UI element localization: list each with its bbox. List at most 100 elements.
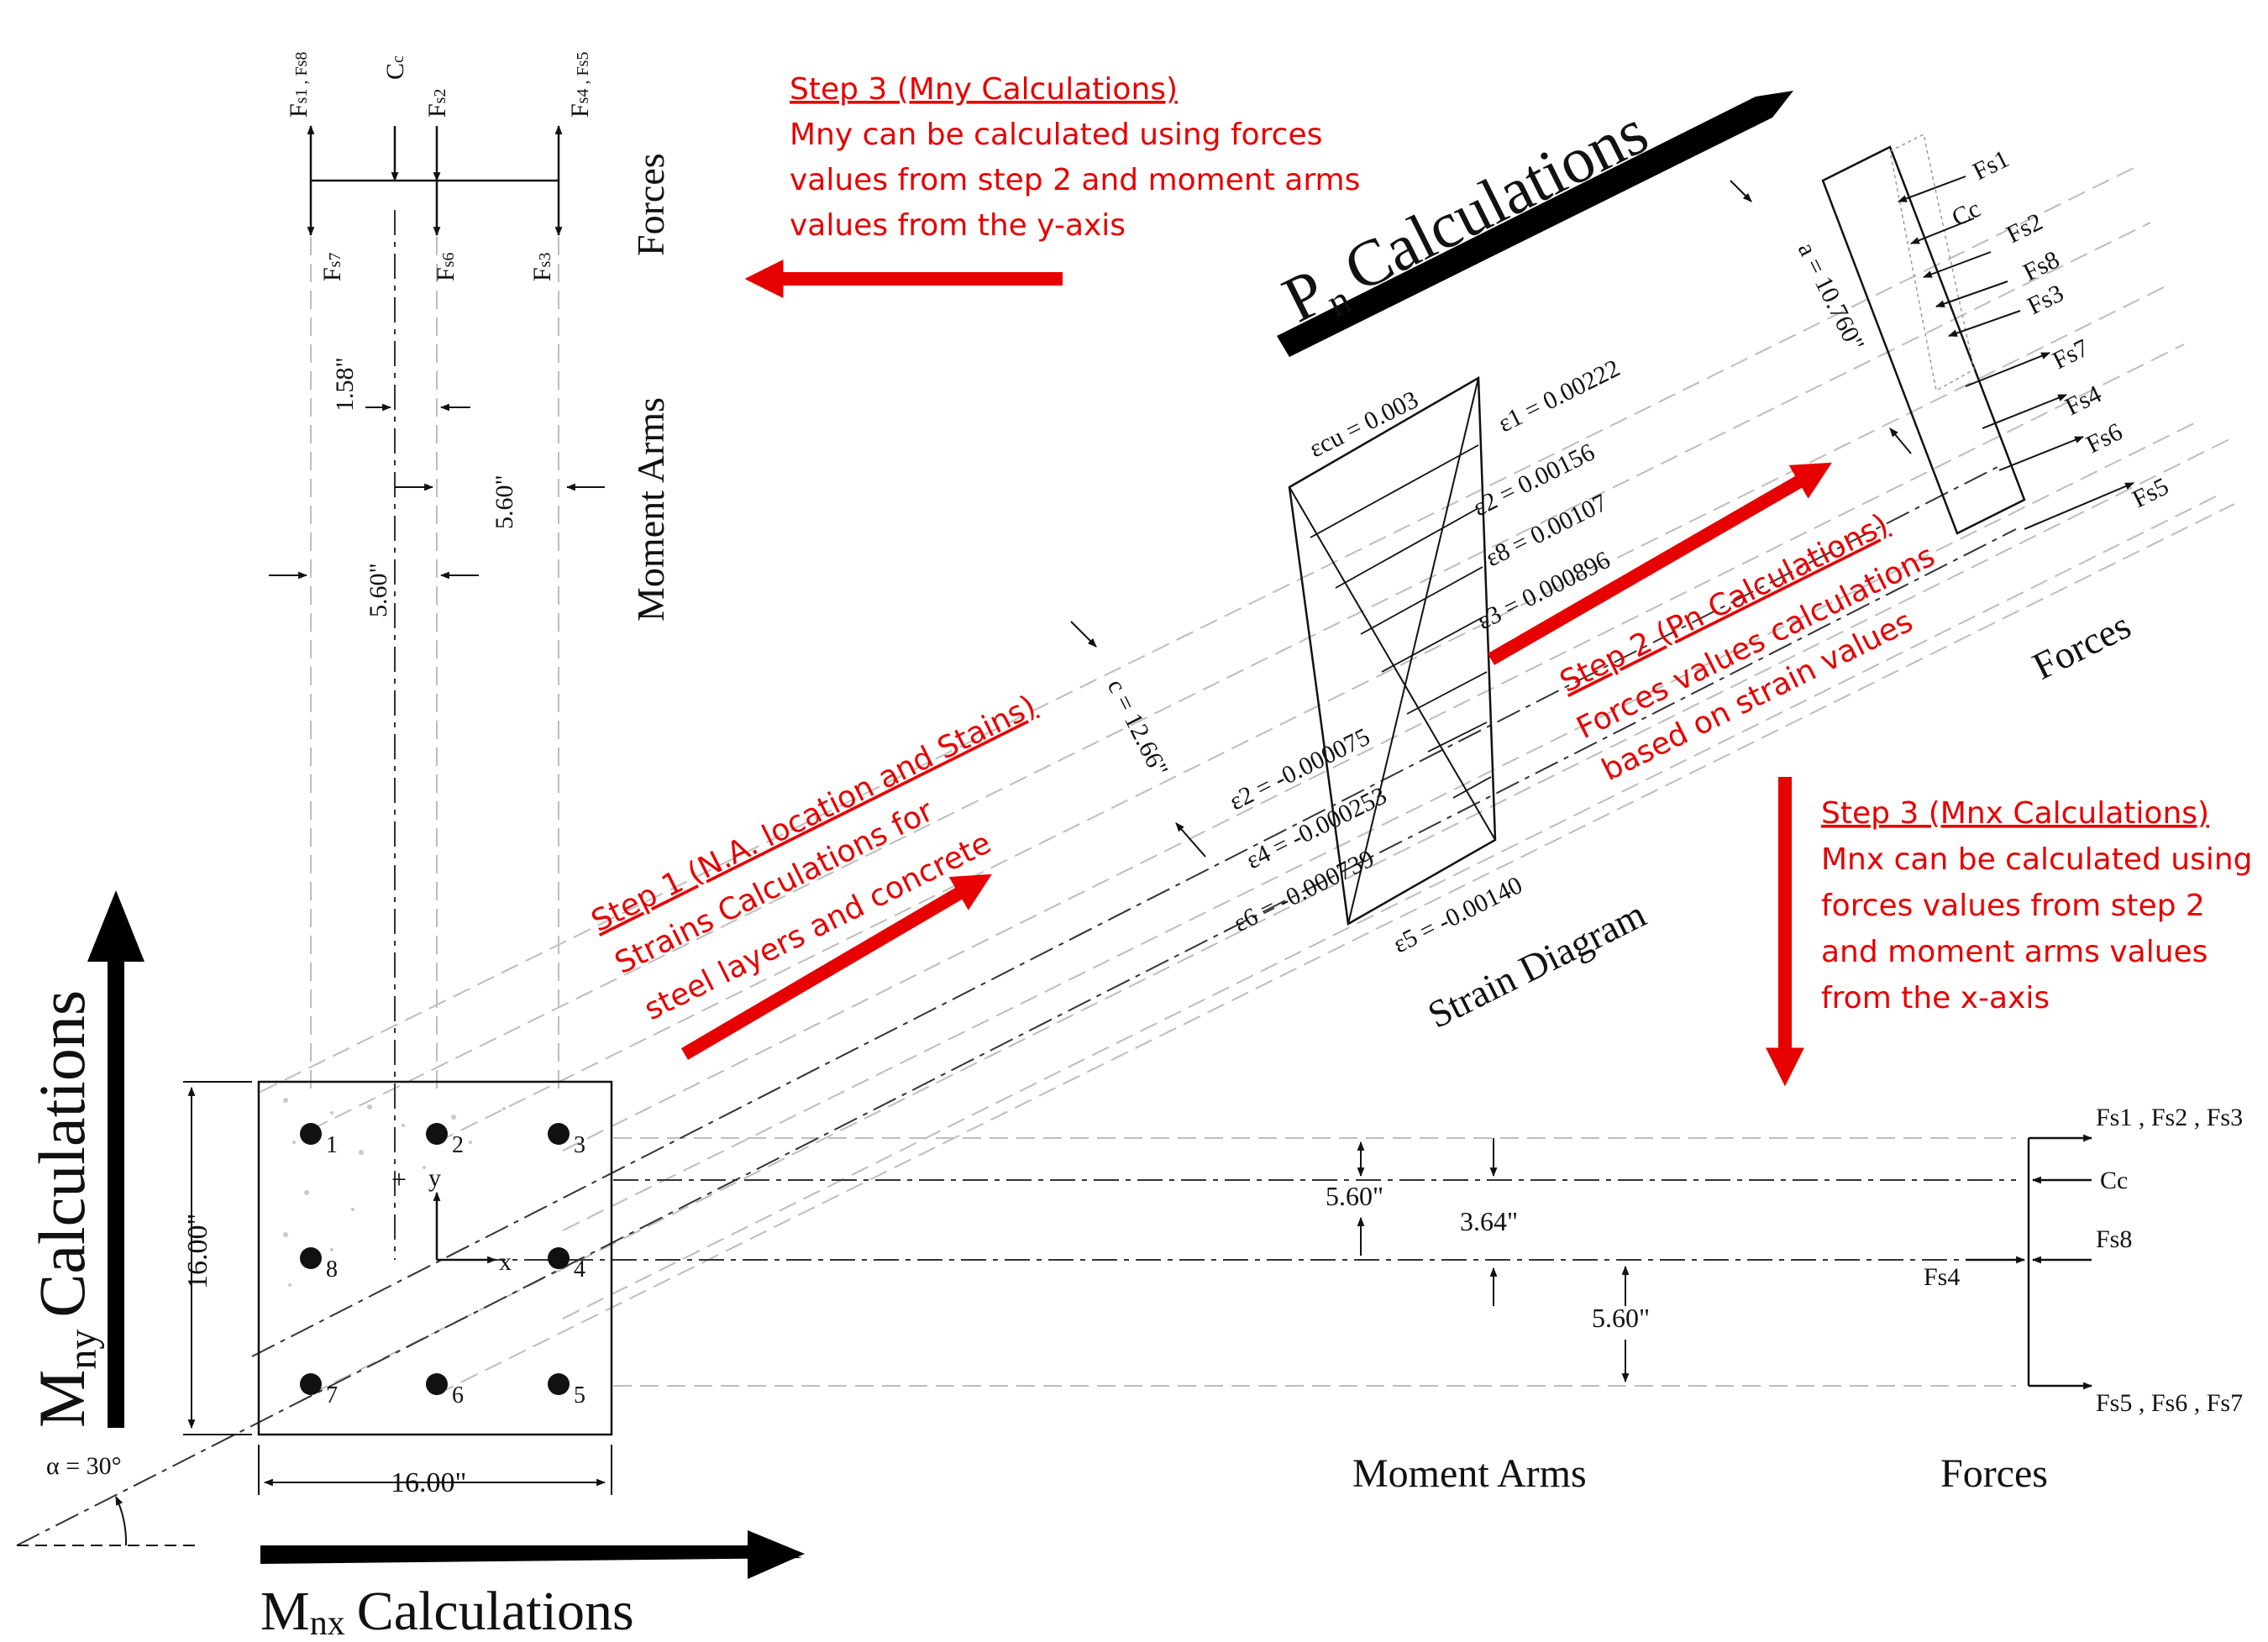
force-label: Fs7: [2048, 333, 2093, 375]
bar-label: 1: [326, 1132, 338, 1158]
force-arrow-in: [1935, 281, 2008, 307]
pn-heading-text: PnCalculations: [1272, 94, 1662, 342]
strain-diagonal: [1289, 486, 1496, 841]
arm-label: 5.60": [365, 563, 392, 617]
strain-label: εcu = 0.003: [1305, 386, 1422, 463]
arm-label: 3.64": [1460, 1206, 1518, 1236]
top-arms-title: Moment Arms: [629, 397, 672, 622]
force-label: Fs1: [1968, 144, 2013, 186]
step3y-title: Step 3 (Mny Calculations): [790, 72, 1178, 107]
centroid-plus: +: [391, 1164, 407, 1194]
rebar-6: [426, 1373, 448, 1395]
strain-layer: [1452, 776, 1492, 799]
rebar-5: [548, 1373, 570, 1395]
axis-y-label: y: [428, 1164, 441, 1192]
force-label: Cc: [381, 55, 409, 80]
neutral-axis: [16, 528, 2017, 1546]
arm-label: 5.60": [491, 475, 518, 529]
rebar-7: [300, 1373, 322, 1395]
step3x-line: from the x-axis: [1821, 981, 2050, 1015]
force-arrow-in: [1909, 218, 1975, 244]
bar-label: 8: [326, 1256, 338, 1283]
mnx-arrow-head: [748, 1530, 805, 1579]
column-section: 1 2 3 4 5 6 7 8 x y + 16.00" 16.00" α = …: [17, 1080, 613, 1546]
bar-label: 5: [574, 1382, 585, 1409]
c-dim-arrow: [1175, 822, 1206, 858]
strain-layer: [1406, 671, 1488, 715]
annotations: Step 3 (Mny Calculations) Mny can be cal…: [586, 72, 2253, 1087]
guide-line: [562, 344, 2185, 1151]
arm-label: 5.60": [1326, 1181, 1383, 1211]
strain-label: ε5 = -0.00140: [1389, 871, 1526, 958]
alpha-label: α = 30°: [46, 1452, 122, 1480]
bar-label: 2: [452, 1132, 464, 1158]
strain-layer: [1335, 507, 1479, 589]
compression-block-line: [251, 465, 2000, 1357]
force-label: Fs1 , Fs2 , Fs3: [2096, 1104, 2243, 1131]
strain-layer: [1427, 721, 1488, 753]
force-label: Fs2: [2002, 207, 2047, 249]
force-arrow-out: [1965, 352, 2051, 387]
force-arrow-out: [2024, 482, 2135, 530]
strain-layer: [1381, 616, 1483, 673]
rebar-4: [548, 1247, 570, 1269]
force-label: Fs8: [2019, 245, 2064, 286]
a-dim-arrow: [1730, 180, 1752, 202]
strain-diagonal: [1347, 377, 1479, 925]
mny-thick-bar: [108, 957, 124, 1428]
bar-label: 3: [574, 1132, 585, 1158]
rebar-1: [300, 1123, 322, 1145]
step1-red-arrow: [680, 873, 992, 1060]
guide-line: [562, 495, 2218, 1319]
force-arrow-in: [1897, 176, 1966, 202]
step3x-title: Step 3 (Mnx Calculations): [1821, 796, 2209, 831]
step2-red-arrow: [1488, 462, 1832, 665]
rebar-8: [300, 1247, 322, 1269]
strain-layer: [1360, 566, 1483, 635]
mny-heading-text: MnyCalculations: [25, 990, 105, 1428]
a-label: a = 10.760": [1793, 238, 1870, 355]
mnx-thick-arrow: [260, 1545, 802, 1564]
force-arrow-out: [1982, 394, 2068, 429]
step3y-line: values from the y-axis: [790, 208, 1126, 243]
mny-arrow-head: [87, 890, 144, 962]
projection-guides: [260, 167, 2235, 1395]
force-label: Fs5: [2128, 472, 2173, 513]
force-label: Fs2: [423, 89, 451, 118]
right-forces-title: Forces: [1940, 1451, 2048, 1496]
strain-layer: [1310, 444, 1479, 538]
force-label: Fs6: [2082, 417, 2127, 459]
c-label: c = 12.66": [1102, 674, 1173, 781]
force-label: Fs1 , Fs8: [285, 52, 312, 118]
pn-thick-arrow: [1277, 91, 1793, 357]
pn-heading: PnCalculations: [1272, 91, 1793, 357]
force-label: Fs4: [2061, 380, 2106, 421]
step3x-line: Mnx can be calculated using: [1821, 842, 2253, 877]
force-label: Fs4: [1924, 1263, 1960, 1291]
guide-line: [310, 436, 2235, 1395]
force-label: Fs6: [432, 253, 459, 281]
guide-line: [436, 503, 2235, 1395]
top-forces-title: Forces: [629, 153, 672, 256]
force-label: Fs7: [318, 253, 346, 281]
neutral-axis-lines: [16, 210, 2017, 1546]
concrete-texture: [283, 1098, 506, 1287]
diag-forces-title: Forces: [2026, 604, 2138, 688]
rebar-2: [426, 1123, 448, 1145]
guide-line: [310, 222, 2151, 1131]
strain-label: ε1 = 0.00222: [1494, 354, 1624, 438]
right-forces: Fs1 , Fs2 , Fs3 Cc Fs8 Fs4 Fs5 , Fs6 , F…: [1326, 1104, 2243, 1496]
arm-label: 1.58": [331, 357, 359, 412]
axis-x-label: x: [499, 1248, 512, 1276]
force-block: [1821, 145, 2026, 535]
top-forces: Fs1 , Fs8 Cc Fs2 Fs4 , Fs5 Fs7 Fs6 Fs3 F…: [269, 52, 672, 622]
width-label: 16.00": [391, 1467, 466, 1498]
section-outline: [257, 1080, 613, 1436]
rebar-3: [548, 1123, 570, 1145]
mny-heading: MnyCalculations: [25, 890, 144, 1428]
force-label: Fs8: [2096, 1225, 2132, 1253]
step3x-line: forces values from step 2: [1821, 889, 2205, 923]
force-arrow-in: [1947, 310, 2021, 337]
force-label: Cc: [2100, 1167, 2128, 1194]
